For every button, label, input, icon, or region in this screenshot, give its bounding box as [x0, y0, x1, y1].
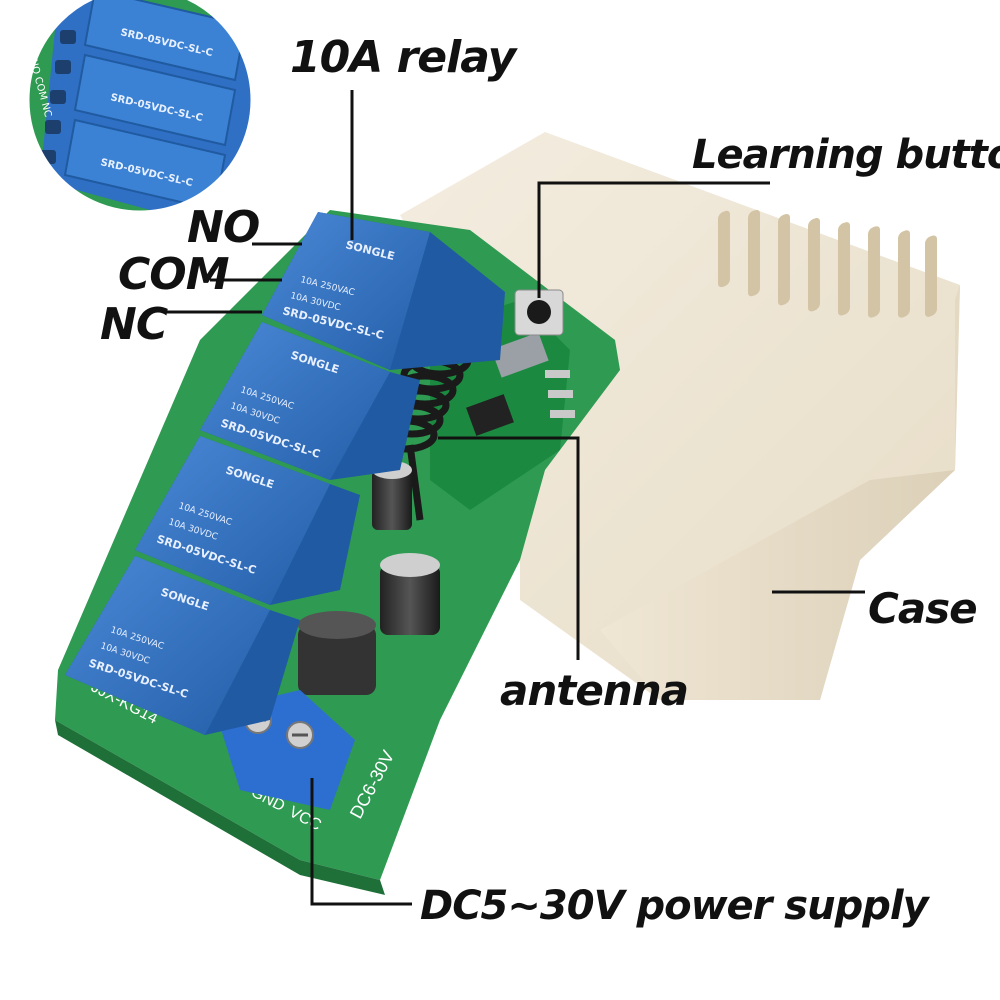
relay-1: SONGLE 10A 250VAC 10A 30VDC SRD-05VDC-SL…	[262, 212, 505, 370]
no-terminal-callout: NO	[187, 202, 260, 253]
learning-button-leader-line	[537, 181, 770, 298]
antenna-leader-line	[438, 436, 580, 660]
inductor	[298, 611, 376, 695]
power-leader-line	[310, 778, 412, 906]
relay-4: SONGLE 10A 250VAC 10A 30VDC SRD-05VDC-SL…	[65, 556, 300, 735]
nc-terminal-callout: NC	[100, 299, 168, 350]
learning-button[interactable]	[514, 289, 564, 336]
relay-callout: 10A relay	[290, 32, 516, 83]
case-callout: Case	[868, 584, 978, 633]
inset-magnifier: SRD-05VDC-SL-C SRD-05VDC-SL-C SRD-05VDC-…	[26, 0, 254, 214]
capacitor	[380, 553, 440, 635]
relay-3: SONGLE 10A 250VAC 10A 30VDC SRD-05VDC-SL…	[135, 436, 360, 605]
leader-lines	[165, 90, 865, 906]
antenna-callout: antenna	[500, 666, 689, 715]
learning-button-callout: Learning button	[692, 132, 1000, 178]
com-terminal-callout: COM	[118, 249, 229, 300]
power-supply-callout: DC5~30V power supply	[420, 883, 929, 929]
relay-2: SONGLE 10A 250VAC 10A 30VDC SRD-05VDC-SL…	[200, 322, 420, 480]
